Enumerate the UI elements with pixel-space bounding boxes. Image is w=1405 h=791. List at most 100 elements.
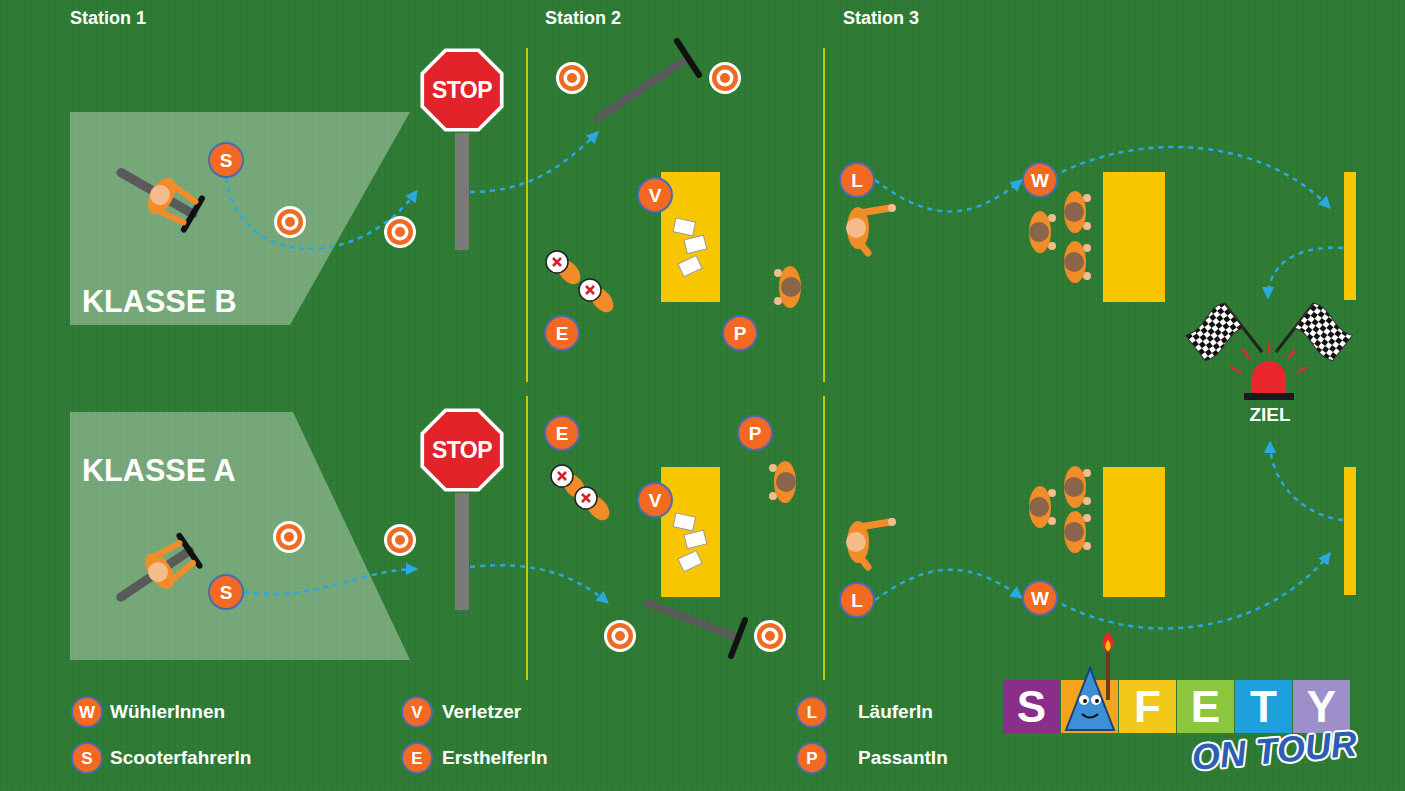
flow-arrow [1062,553,1330,628]
logo-letter: Y [1307,685,1336,729]
role-letter: S [220,151,233,170]
role-badge: P [722,315,758,351]
role-letter: L [851,171,863,190]
mascot [1095,699,1099,703]
mascot [1082,714,1098,718]
flow-arrow [1268,248,1343,298]
class-area: KLASSE B S [70,112,410,325]
flow-arrow [875,180,1022,212]
mascot [1106,652,1110,700]
station-heading: Station 2 [545,8,621,28]
role-badge: S [208,574,244,610]
table [1103,172,1165,302]
role-letter: E [556,324,569,343]
stop-text: STOP [417,45,507,135]
siren-light [1298,367,1307,372]
siren-light [1268,345,1271,353]
legend-letter: V [411,704,422,721]
legend-letter: P [806,750,817,767]
legend-swatch: L [796,696,828,728]
paper-sheet [684,235,707,253]
logo-slogan: ON TOUR [1190,726,1358,776]
mascot [1102,632,1113,652]
station-heading: Station 3 [843,8,919,28]
legend-text: PassantIn [858,747,948,769]
person-figure [1029,211,1056,253]
traffic-cone [604,620,636,652]
station-heading: Station 1 [70,8,146,29]
legend-swatch: W [71,696,103,728]
role-letter: E [556,424,569,443]
flow-arrow [875,570,1022,600]
logo-tiles [1235,680,1292,733]
person-figure [769,461,796,503]
finish-flags [1183,301,1246,362]
logo-letter: T [1250,685,1277,729]
role-letter: V [649,491,662,510]
table [661,172,1165,597]
paper-sheet [678,551,702,572]
injured-figure [546,251,585,289]
class-area-shape [70,412,410,660]
flow-arrow [1270,442,1343,520]
role-badge: W [1022,580,1058,616]
person-figure [1064,466,1091,508]
legend-letter: W [79,704,95,721]
traffic-cone [384,216,416,248]
parked-scooter [648,603,738,638]
class-name: KLASSE B [82,285,410,319]
person-figure [1064,241,1091,283]
flow-arrow [470,132,598,192]
logo-letter: F [1134,682,1161,731]
traffic-cone [709,62,741,94]
legend-text: ErsthelferIn [442,747,548,769]
traffic-cone [384,524,416,556]
role-badge: P [737,415,773,451]
siren-light [1231,367,1240,372]
logo-letter: S [1017,682,1046,731]
role-badge: L [839,162,875,198]
stop-text: STOP [417,405,507,495]
logo-letter: S [1017,685,1046,729]
flow-arrow [470,132,1343,628]
logo-tiles [1119,680,1176,733]
logo-letter: E [1191,685,1220,729]
logo-letter: T [1250,682,1277,731]
class-area-shape [70,112,410,325]
paper-sheet [673,218,695,236]
injured-figure [575,487,614,525]
legend-letter: S [81,750,92,767]
paper-sheet [673,218,707,572]
paper-sheet [678,256,702,277]
mascot [1105,640,1110,651]
siren-light [1252,361,1286,393]
station-divider [527,48,824,680]
legend-letter: E [411,750,422,767]
station-divider [526,396,528,680]
legend-text: Verletzer [442,701,521,723]
traffic-cone [273,521,305,553]
station-heading: Station 1 [70,8,146,28]
paper-sheet [684,530,707,548]
parked-scooter [731,620,745,656]
class-area: KLASSE AS [70,412,410,660]
scooter-rider [110,155,203,614]
siren-light [1231,345,1307,400]
legend-swatch: P [796,742,828,774]
sign-pole [455,133,469,250]
runner-figure [846,518,896,567]
legend-swatch: V [401,696,433,728]
role-letter: P [749,424,762,443]
station-divider [823,396,825,680]
finish-bar [1344,172,1356,595]
person-figure [774,266,801,308]
mascot [1091,695,1101,705]
stop-sign: STOP [417,45,507,250]
runner-figure [846,204,896,253]
finish-flags [1183,301,1262,382]
logo-tiles [1003,680,1060,733]
finish-bar [1344,467,1356,595]
